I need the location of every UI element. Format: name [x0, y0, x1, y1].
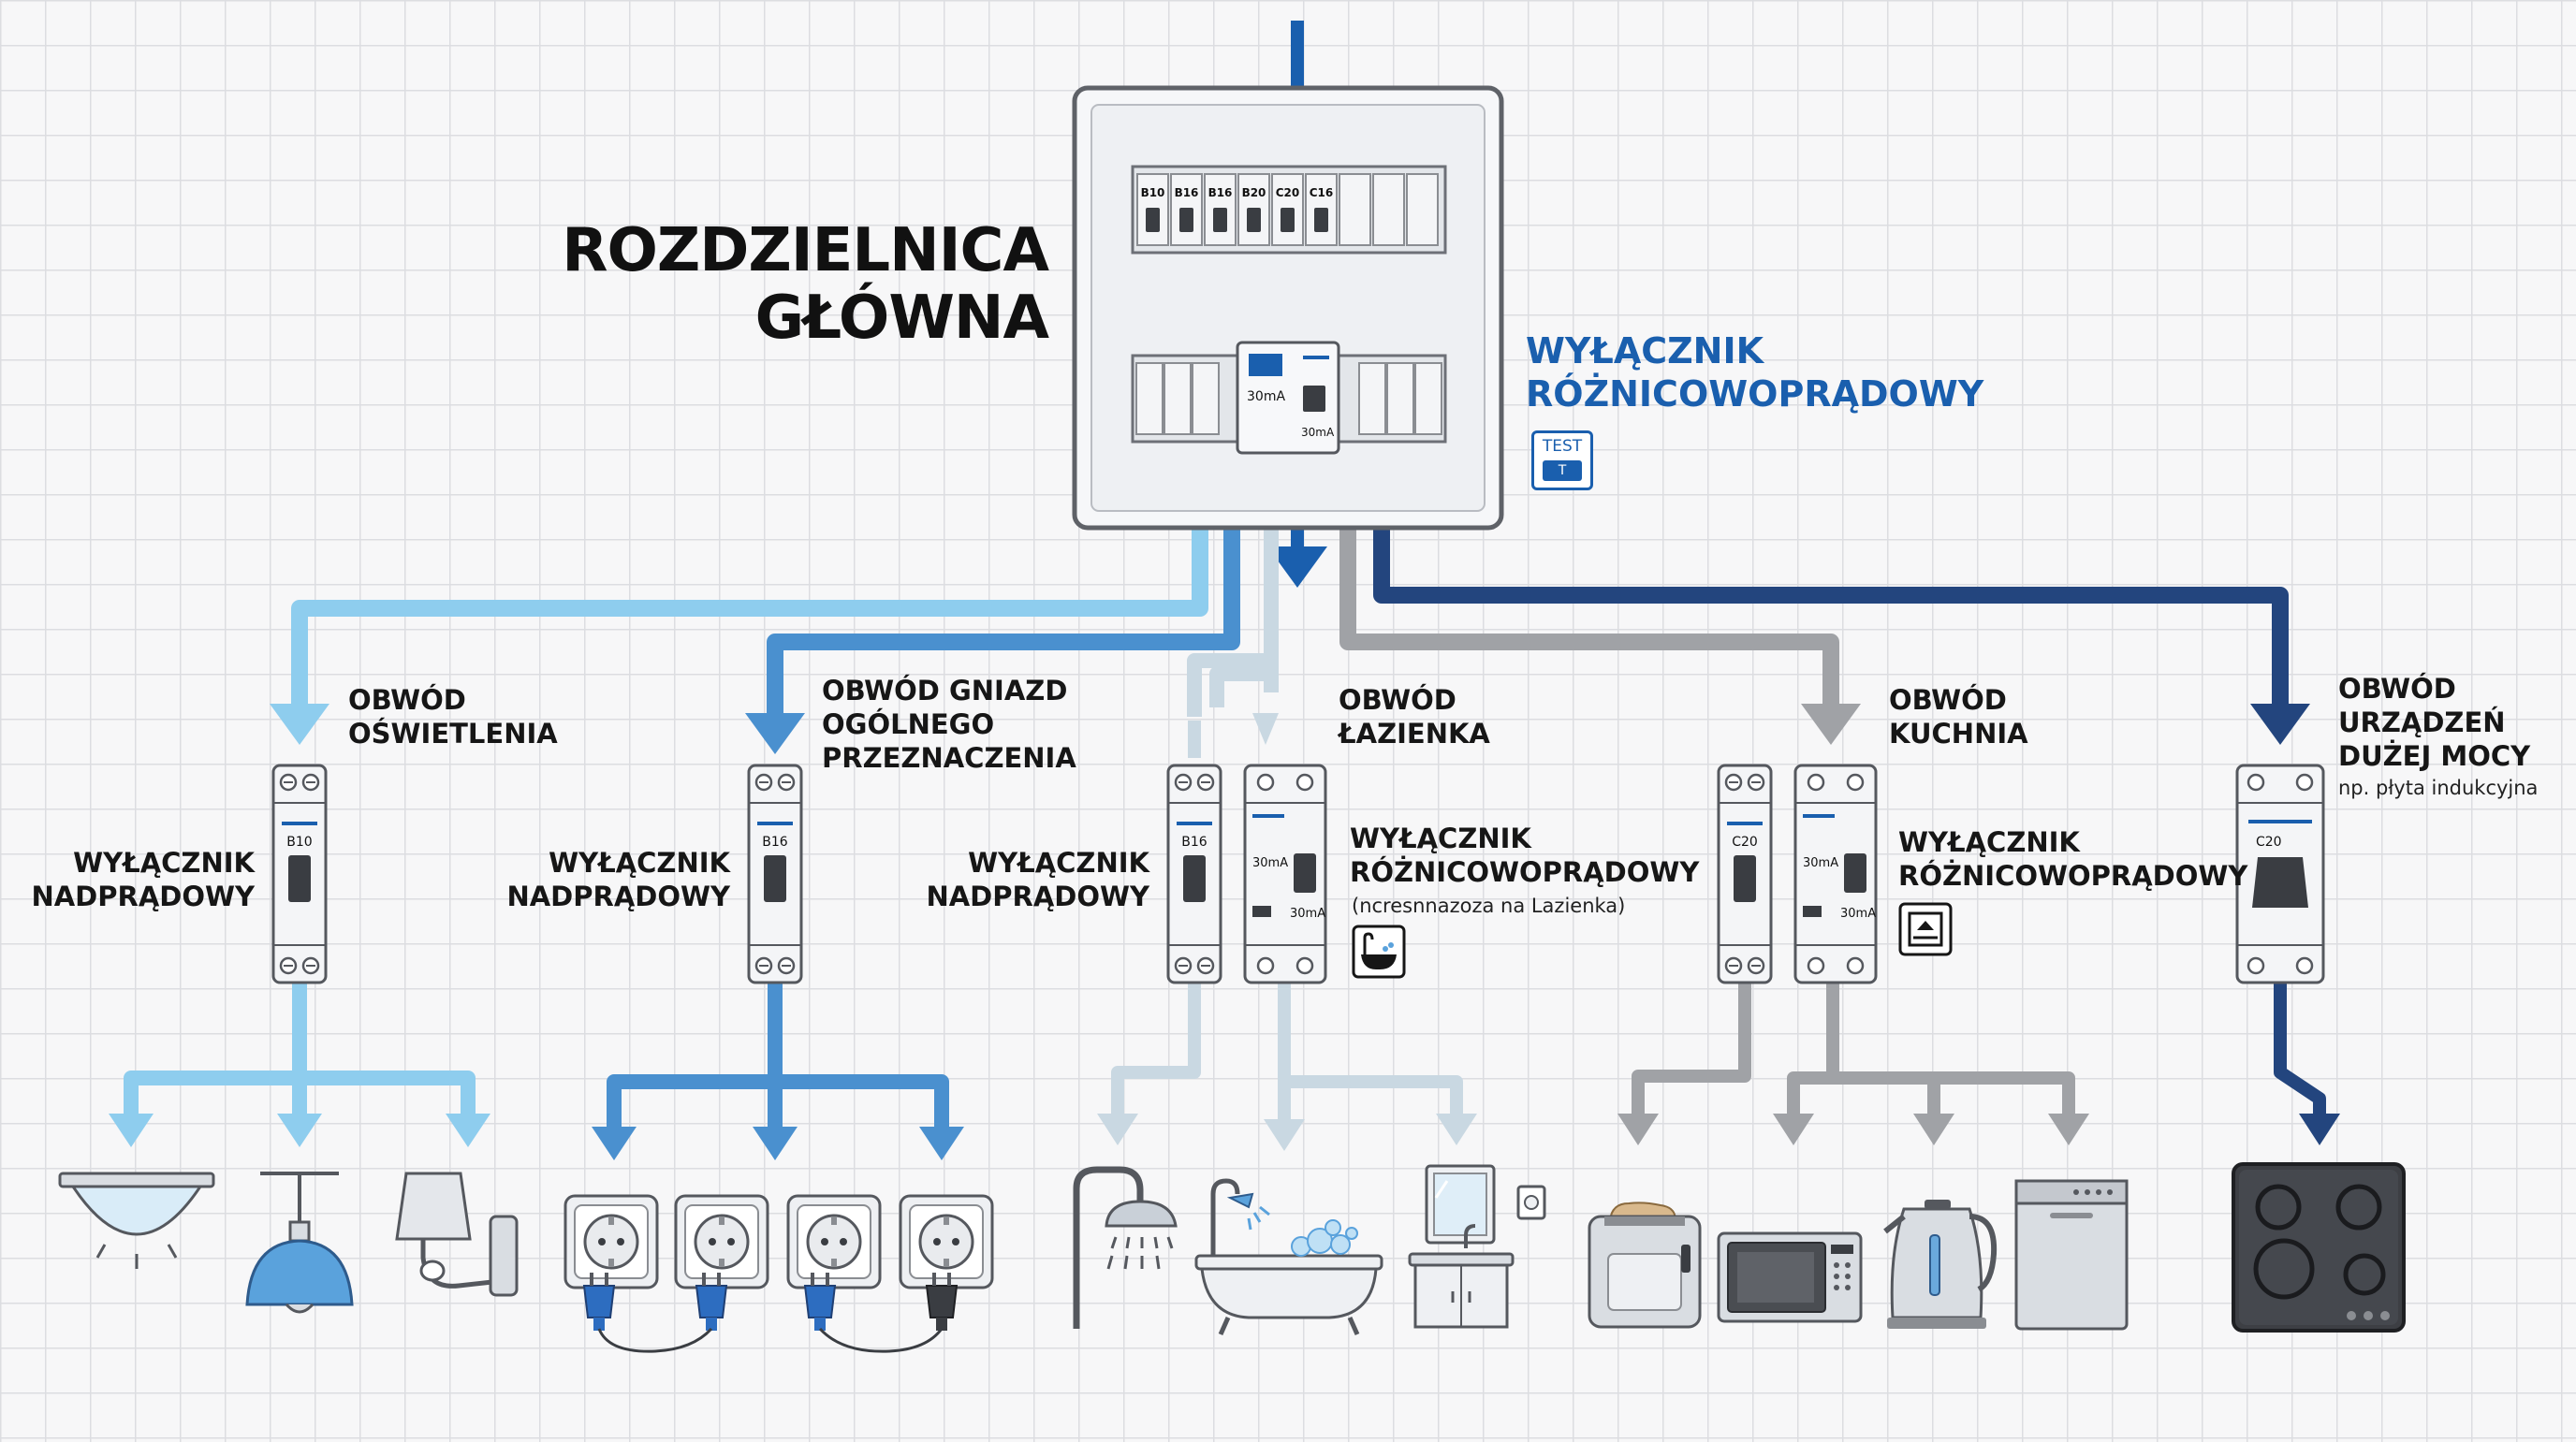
socket-cable — [597, 1327, 944, 1353]
bathtub-badge-icon — [1352, 925, 1406, 979]
high-power-breaker-rating: C20 — [2256, 835, 2282, 850]
lighting-breaker-label: WYŁĄCZNIK NADPRĄDOWY — [31, 847, 255, 912]
sockets-breaker-rating: B16 — [762, 835, 788, 850]
induction-hob-icon — [2232, 1162, 2406, 1333]
shower-icon — [1073, 1166, 1178, 1329]
lighting-breaker-rating: B10 — [286, 835, 312, 850]
kettle-icon — [1883, 1200, 1998, 1329]
high-power-note: np. płyta indukcyjna — [2338, 777, 2539, 799]
circuit-name-bathroom: OBWÓD ŁAZIENKA — [1339, 684, 1490, 750]
dishwasher-icon — [2014, 1179, 2129, 1331]
panel-breaker: C20 — [1271, 173, 1304, 246]
panel-breaker: B20 — [1237, 173, 1270, 246]
panel-rcd-rating: 30mA — [1247, 389, 1285, 404]
bathroom-breaker-label: WYŁĄCZNIK NADPRĄDOWY — [926, 847, 1149, 912]
rcd-test-label: TEST — [1542, 437, 1583, 456]
bathroom-breaker-rating: B16 — [1181, 835, 1208, 850]
panel-breaker-rating: B20 — [1242, 186, 1266, 199]
circuit-name-high-power: OBWÓD URZĄDZEŃ DUŻEJ MOCY — [2338, 673, 2531, 772]
panel-breaker: C16 — [1305, 173, 1338, 246]
bathtub-icon — [1194, 1178, 1383, 1336]
microwave-icon — [1717, 1231, 1863, 1323]
kitchen-rcd-rating: 30mA — [1803, 856, 1838, 870]
high-power-breaker: C20 — [2235, 764, 2325, 984]
oven-badge-icon — [1898, 902, 1953, 956]
bathroom-rcd-rating: 30mA — [1252, 856, 1288, 870]
kitchen-breaker-rating: C20 — [1732, 835, 1758, 850]
circuit-name-kitchen: OBWÓD KUCHNIA — [1889, 684, 2028, 750]
rcd-test-button: TEST T — [1531, 430, 1593, 490]
toaster-icon — [1588, 1202, 1702, 1329]
rcd-test-key: T — [1543, 460, 1582, 481]
circuit-name-lighting: OBWÓD OŚWIETLENIA — [348, 684, 558, 750]
ceiling-lamp-icon — [58, 1172, 215, 1269]
panel-breaker-rating: C20 — [1276, 186, 1300, 199]
circuit-name-sockets: OBWÓD GNIAZD OGÓLNEGO PRZEZNACZENIA — [822, 675, 1076, 774]
main-distribution-board: B10 B16 B16 B20 C20 C16 30mA 30mA — [1072, 85, 1504, 531]
kitchen-rcd-label: WYŁĄCZNIK RÓŻNICOWOPRĄDOWY — [1898, 826, 2248, 892]
panel-breaker: B16 — [1170, 173, 1203, 246]
wall-sconce-icon — [395, 1172, 519, 1297]
panel-breaker — [1372, 173, 1405, 246]
distribution-board-title: ROZDZIELNICA GŁÓWNA — [562, 216, 1049, 353]
socket-icon-1 — [564, 1194, 659, 1332]
bathroom-rcd-label: WYŁĄCZNIK RÓŻNICOWOPRĄDOWY — [1350, 823, 1700, 888]
kitchen-rcd-rating-small: 30mA — [1840, 907, 1876, 921]
panel-breaker-rating: B10 — [1141, 186, 1165, 199]
socket-icon-4 — [899, 1194, 994, 1332]
bathroom-rcd-rating-small: 30mA — [1290, 907, 1325, 921]
socket-icon-3 — [786, 1194, 882, 1332]
main-rcd-label: WYŁĄCZNIK RÓŻNICOWOPRĄDOWY — [1526, 330, 1984, 415]
socket-icon-2 — [674, 1194, 769, 1332]
vanity-icon — [1408, 1164, 1546, 1329]
panel-rcd-rating-small: 30mA — [1301, 426, 1335, 439]
panel-breaker-rating: B16 — [1208, 186, 1233, 199]
panel-breaker — [1406, 173, 1439, 246]
panel-breaker — [1339, 173, 1371, 246]
panel-breaker: B16 — [1204, 173, 1237, 246]
sockets-breaker-label: WYŁĄCZNIK NADPRĄDOWY — [506, 847, 730, 912]
panel-breaker-rating: C16 — [1310, 186, 1334, 199]
panel-breaker: B10 — [1136, 173, 1169, 246]
bathroom-rcd-note: (ncresnnazoza na Lazienka) — [1352, 895, 1626, 917]
panel-breaker-rating: B16 — [1175, 186, 1199, 199]
panel-rcd: 30mA 30mA — [1236, 341, 1340, 455]
pendant-lamp-icon — [245, 1172, 354, 1314]
